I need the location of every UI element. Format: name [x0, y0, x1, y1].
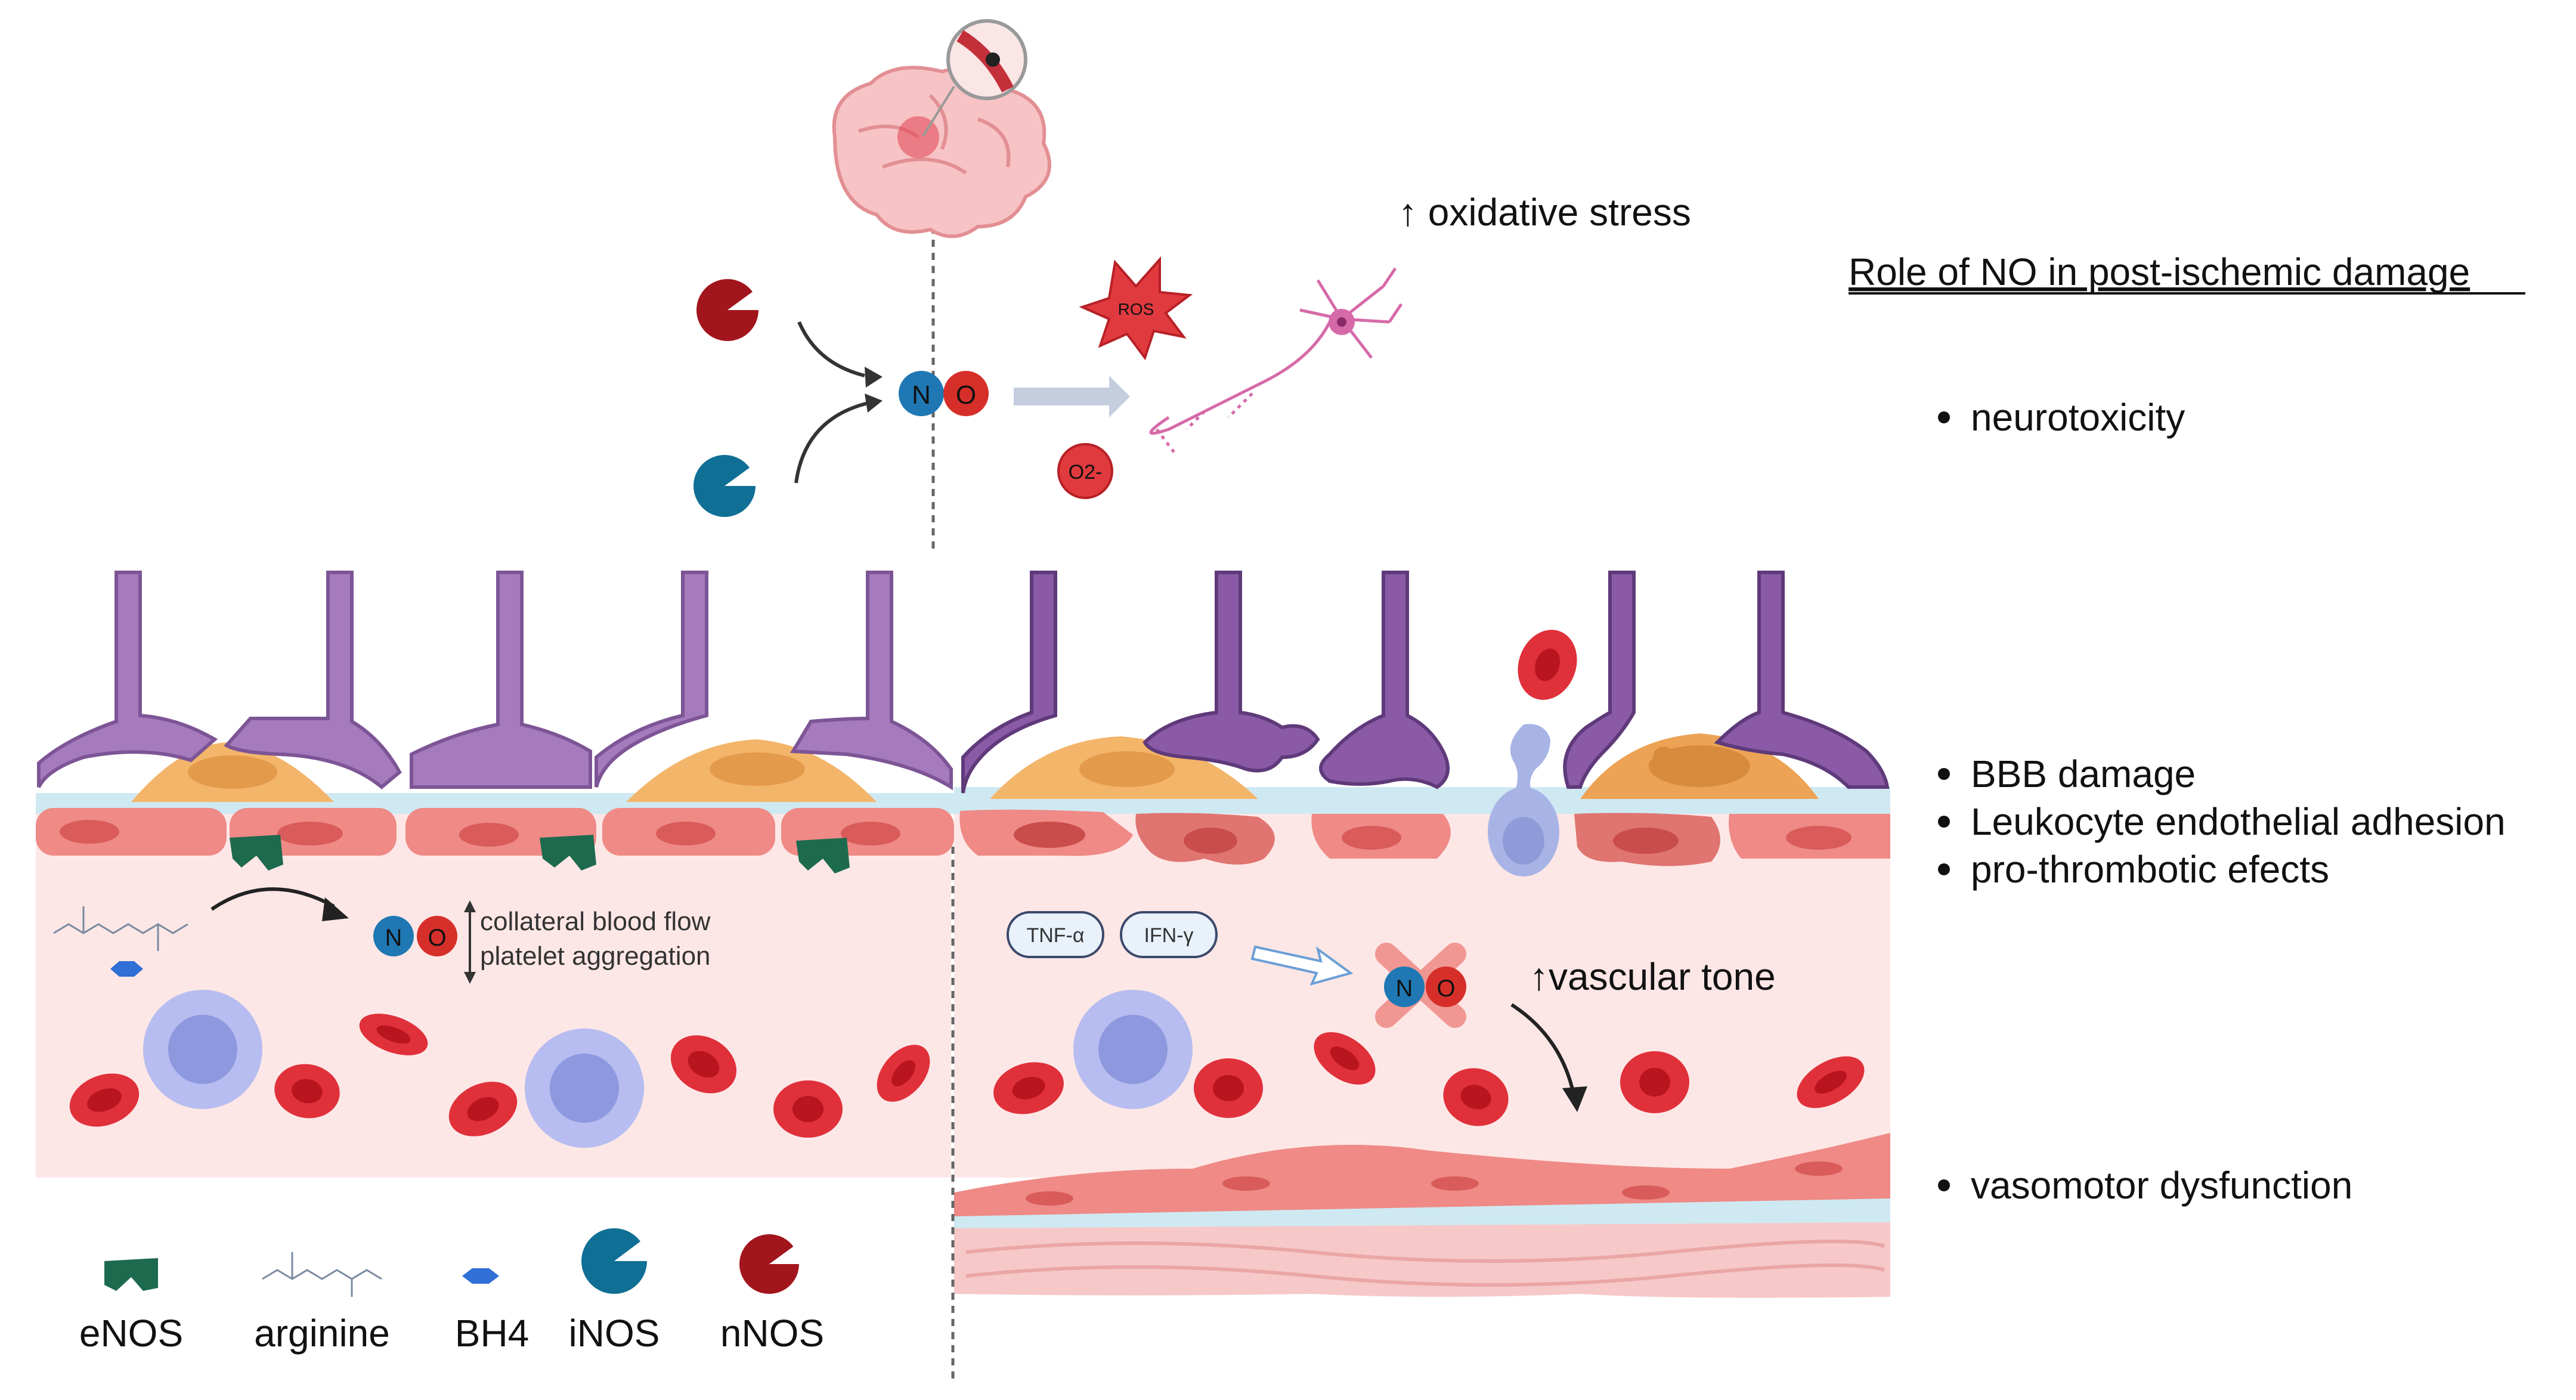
leukocytes [143, 990, 1193, 1148]
legend: eNOS arginine BH4 iNOS nNOS [79, 1228, 824, 1355]
no-right-o: O [1436, 975, 1455, 1002]
bh4-marker [110, 961, 143, 977]
effect-neurotoxicity: neurotoxicity [1971, 396, 2185, 439]
legend-bh4-icon [462, 1268, 499, 1284]
neuron-illustration [1149, 267, 1403, 454]
tnf-label: TNF-α [1026, 924, 1084, 947]
nnos-top-icon [696, 279, 760, 341]
rbc [773, 1080, 843, 1138]
vascular-tone-label: ↑vascular tone [1530, 955, 1776, 998]
brain-illustration [832, 19, 1051, 239]
effect-prothrombotic: pro-thrombotic efects [1971, 848, 2329, 891]
rbc [1620, 1051, 1689, 1113]
legend-arginine-icon [262, 1252, 382, 1297]
no-molecule-right-inhibited: N O [1375, 943, 1466, 1028]
rbc [993, 1062, 1064, 1114]
rbc [1194, 1058, 1263, 1118]
astrocytes-healthy [37, 571, 953, 791]
rbc [69, 1073, 140, 1127]
legend-arginine-label: arginine [254, 1312, 390, 1355]
legend-bh4-label: BH4 [455, 1312, 530, 1355]
smooth-muscle-layer [954, 1133, 1890, 1298]
legend-inos-label: iNOS [569, 1312, 660, 1355]
ifn-label: IFN-γ [1144, 924, 1193, 947]
tnf-badge: TNF-α [1007, 911, 1104, 958]
oxidative-stress-label: ↑ oxidative stress [1398, 191, 1691, 234]
synthesis-arrow [210, 887, 335, 911]
rbc [670, 1035, 737, 1094]
extravasating-leukocyte [1488, 724, 1559, 876]
platelet-aggregation-label: platelet aggregation [480, 941, 711, 971]
superoxide-icon: O2- [1057, 443, 1113, 499]
rbc [1314, 1032, 1376, 1085]
effect-vasomotor: vasomotor dysfunction [1971, 1164, 2352, 1207]
ros-label: ROS [1118, 300, 1154, 318]
no-top-n: N [912, 380, 931, 410]
no-molecule-top: N O [899, 371, 989, 416]
legend-nnos-label: nNOS [720, 1312, 824, 1355]
ifn-badge: IFN-γ [1120, 911, 1218, 958]
rbc [359, 1014, 428, 1055]
tone-arrow [1510, 1003, 1576, 1098]
rbc [448, 1082, 518, 1136]
no-left-o: O [428, 925, 446, 951]
enos-markers [230, 835, 850, 874]
arginine-structure [53, 906, 188, 951]
cytokine-arrow [1250, 945, 1354, 986]
astrocytes-ischemic [961, 571, 1890, 794]
no-left-n: N [385, 925, 402, 951]
inos-top-icon [693, 455, 757, 517]
ros-icon: ROS [1079, 256, 1193, 361]
no-molecule-left: N O [373, 916, 457, 956]
legend-nnos-icon [739, 1234, 802, 1294]
endothelium-healthy [36, 808, 954, 856]
superoxide-label: O2- [1069, 461, 1103, 484]
effect-leukocyte-adhesion: Leukocyte endothelial adhesion [1971, 800, 2506, 843]
legend-enos-icon [104, 1258, 158, 1291]
endothelium-ischemic [959, 809, 1890, 866]
legend-inos-icon [581, 1228, 650, 1294]
red-blood-cells [69, 630, 1865, 1138]
rbc [1443, 1068, 1509, 1126]
rbc [877, 1045, 930, 1102]
no-top-o: O [956, 380, 976, 410]
legend-enos-label: eNOS [79, 1312, 183, 1355]
rbc [1518, 630, 1577, 700]
effect-bbb-damage: BBB damage [1971, 752, 2196, 795]
effects-list: neurotoxicity BBB damage Leukocyte endot… [1938, 396, 2506, 1207]
diagram-title: Role of NO in post-ischemic damage [1849, 250, 2470, 293]
rbc [274, 1064, 340, 1119]
rbc [1797, 1056, 1865, 1108]
collateral-flow-label: collateral blood flow [480, 907, 711, 936]
no-to-neuron-arrow [1014, 376, 1130, 417]
no-right-n: N [1396, 975, 1413, 1002]
arrows-to-no [794, 321, 871, 484]
